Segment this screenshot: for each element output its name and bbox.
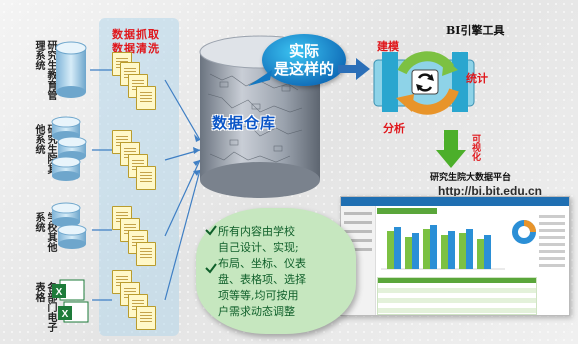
database-icon (55, 41, 87, 98)
note-line5: 项等等,均可按用 (218, 289, 299, 302)
dashboard-header (341, 197, 569, 206)
source-label-grad-other: 研究生院其他系统 (33, 124, 56, 174)
callout-line1: 实际 (288, 42, 319, 60)
etl-title-clean: 数据清洗 (112, 42, 160, 55)
note-line1: 所有内容由学校 (218, 225, 295, 238)
excel-file-icon: X X (52, 279, 89, 323)
etl-title-extract: 数据抓取 (112, 28, 160, 41)
svg-text:X: X (56, 287, 63, 298)
platform-url: http://bi.bit.edu.cn (438, 184, 542, 198)
dashboard-table (377, 277, 537, 315)
source-label-grad-mgmt: 研究生教育管理系统 (33, 40, 56, 100)
callout-tail (248, 70, 272, 86)
checkmark-icons (205, 225, 217, 274)
dashboard-screenshot (340, 196, 570, 316)
bi-engine-title: BI引擎工具 (446, 24, 505, 37)
arrow-down-icon (436, 130, 466, 168)
note-line6: 户需求动态调整 (218, 305, 295, 318)
server-stack-icon (51, 202, 87, 249)
dashboard-bar-chart (381, 225, 505, 270)
note-line2: 自己设计、实现; (218, 241, 299, 254)
bi-modeling-label: 建模 (377, 40, 399, 53)
platform-title: 研究生院大数据平台 (430, 173, 512, 183)
bi-cycle-diagram (373, 51, 475, 115)
note-panel (196, 208, 356, 334)
callout-bubble: 实际 是这样的 (262, 34, 346, 86)
note-line3: 布局、坐标、仪表 (218, 257, 306, 270)
bi-analysis-label: 分析 (383, 122, 405, 135)
document-stack (112, 52, 162, 114)
data-warehouse-label: 数据仓库 (212, 114, 277, 132)
bi-visualize-label: 可视化 (470, 134, 480, 161)
note-line4: 盘、表格项、选择 (218, 273, 306, 286)
source-label-spreadsheets: 各部门电子表格 (33, 282, 56, 332)
arrow-right-icon (338, 58, 370, 80)
bi-statistics-label: 统计 (466, 72, 488, 85)
dashboard-donut-chart (512, 220, 536, 244)
svg-text:X: X (62, 309, 69, 320)
document-stack (112, 270, 162, 332)
server-stack-icon (51, 116, 87, 181)
callout-line2: 是这样的 (273, 60, 334, 78)
document-stack (112, 206, 162, 268)
source-label-school-other: 学校其他系统 (33, 212, 56, 252)
document-stack (112, 130, 162, 192)
dashboard-filter-panel (539, 211, 565, 311)
note-text: 所有内容由学校 自己设计、实现; 布局、坐标、仪表 盘、表格项、选择 项等等,均… (218, 224, 306, 320)
